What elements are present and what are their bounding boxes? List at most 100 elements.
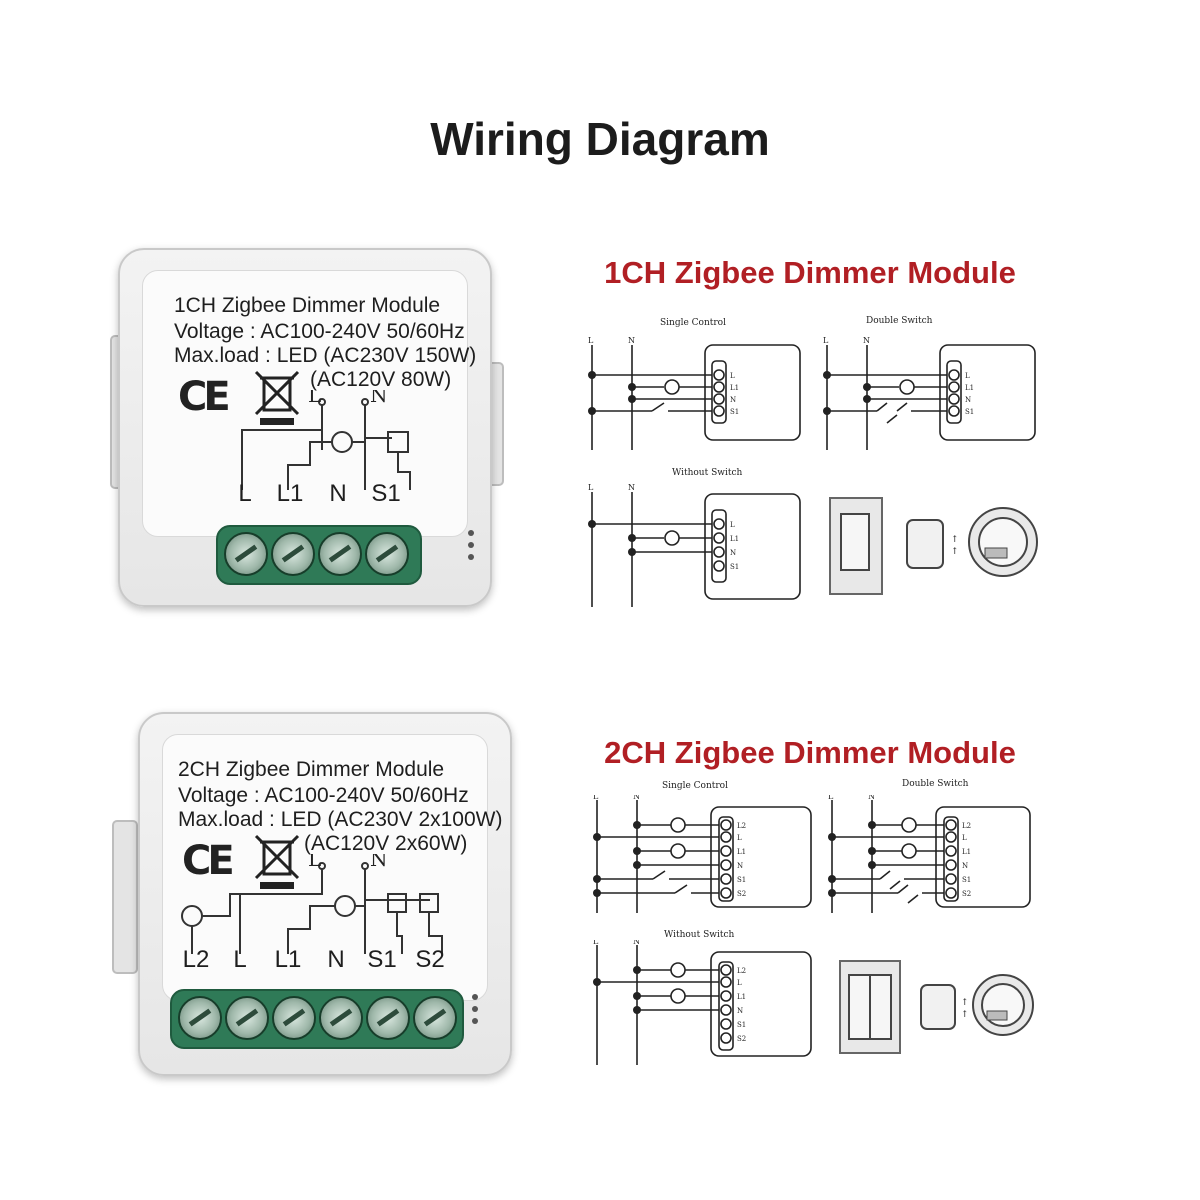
svg-text:N: N xyxy=(730,396,736,404)
without-switch-label: Without Switch xyxy=(672,468,743,478)
svg-text:L: L xyxy=(593,795,599,801)
svg-text:N: N xyxy=(737,862,743,870)
svg-text:N: N xyxy=(628,336,635,345)
svg-text:L2: L2 xyxy=(737,822,746,830)
module-wiring-symbol: L N xyxy=(241,390,411,490)
maxload-label-2: (AC120V 2x60W) xyxy=(304,832,468,855)
svg-text:S1: S1 xyxy=(737,876,746,884)
svg-text:↑: ↑ xyxy=(961,1010,969,1020)
svg-text:S1: S1 xyxy=(737,1021,746,1029)
maxload-label: Max.load : LED (AC230V 150W) xyxy=(174,344,477,367)
svg-text:L1: L1 xyxy=(730,535,739,543)
single-control-label: Single Control xyxy=(660,318,726,328)
voltage-label: Voltage : AC100-240V 50/60Hz xyxy=(174,320,465,343)
svg-text:L1: L1 xyxy=(965,384,974,392)
svg-text:S2: S2 xyxy=(962,890,971,898)
module-photo-2ch: 2CH Zigbee Dimmer Module Voltage : AC100… xyxy=(138,712,512,1076)
module-wiring-symbol: L N xyxy=(181,854,443,954)
svg-text:L: L xyxy=(593,940,599,946)
terminal-label: S1 xyxy=(367,946,397,973)
svg-text:L: L xyxy=(828,795,834,801)
terminal-screw xyxy=(225,996,269,1040)
svg-text:L: L xyxy=(588,336,594,345)
svg-text:L: L xyxy=(965,372,970,380)
svg-text:↑: ↑ xyxy=(951,535,959,545)
terminal-label: S2 xyxy=(415,946,445,973)
module-photo-1ch: 1CH Zigbee Dimmer Module Voltage : AC100… xyxy=(118,248,492,607)
svg-text:L: L xyxy=(823,336,829,345)
svg-text:L: L xyxy=(730,372,735,380)
svg-text:N: N xyxy=(628,483,635,492)
svg-text:N: N xyxy=(633,795,640,801)
svg-text:L: L xyxy=(588,483,594,492)
ce-mark: CE xyxy=(178,374,231,420)
terminal-screw xyxy=(178,996,222,1040)
svg-text:S1: S1 xyxy=(730,563,739,571)
svg-text:N: N xyxy=(863,336,870,345)
terminal-label: L1 xyxy=(274,946,302,973)
svg-text:L: L xyxy=(737,834,742,842)
led-indicator xyxy=(468,554,474,560)
ce-mark: CE xyxy=(182,838,235,884)
module-name-label: 2CH Zigbee Dimmer Module xyxy=(178,758,445,781)
svg-text:N: N xyxy=(730,549,736,557)
terminal-screw xyxy=(271,532,315,576)
led-indicator xyxy=(472,1018,478,1024)
svg-text:N: N xyxy=(633,940,640,946)
terminal-screw xyxy=(318,532,362,576)
svg-text:N: N xyxy=(737,1007,743,1015)
svg-text:L: L xyxy=(737,979,742,987)
terminal-screw xyxy=(366,996,410,1040)
weee-bin-icon xyxy=(254,370,300,425)
svg-text:L1: L1 xyxy=(737,848,746,856)
svg-text:L: L xyxy=(962,834,967,842)
svg-text:N: N xyxy=(370,854,388,871)
double-switch-label: Double Switch xyxy=(866,316,933,326)
svg-text:N: N xyxy=(962,862,968,870)
svg-text:S1: S1 xyxy=(965,408,974,416)
svg-text:L: L xyxy=(308,854,321,871)
led-indicator xyxy=(468,542,474,548)
svg-text:↑: ↑ xyxy=(961,998,969,1008)
terminal-label: N xyxy=(327,946,345,973)
svg-text:N: N xyxy=(868,795,875,801)
terminal-label: L1 xyxy=(276,480,304,507)
svg-text:L1: L1 xyxy=(730,384,739,392)
led-indicator xyxy=(472,1006,478,1012)
schematic-without-switch-1ch: L N L L1 N S1 xyxy=(588,483,801,607)
page-title: Wiring Diagram xyxy=(430,113,770,165)
installation-illustration-1ch: ↑↑ xyxy=(829,497,1038,595)
without-switch-label: Without Switch xyxy=(664,930,735,940)
terminal-label: L xyxy=(233,946,247,973)
svg-text:↑: ↑ xyxy=(951,547,959,557)
svg-text:L2: L2 xyxy=(737,967,746,975)
led-indicator xyxy=(468,530,474,536)
svg-text:L1: L1 xyxy=(737,993,746,1001)
svg-text:L2: L2 xyxy=(962,822,971,830)
svg-text:L1: L1 xyxy=(962,848,971,856)
terminal-label: N xyxy=(329,480,347,507)
terminal-screw xyxy=(272,996,316,1040)
voltage-label: Voltage : AC100-240V 50/60Hz xyxy=(178,784,469,807)
maxload-label: Max.load : LED (AC230V 2x100W) xyxy=(178,808,503,831)
terminal-label: L xyxy=(238,480,252,507)
terminal-label: L2 xyxy=(182,946,210,973)
terminal-screw xyxy=(413,996,457,1040)
terminal-screw xyxy=(224,532,268,576)
double-switch-label: Double Switch xyxy=(902,779,969,789)
svg-text:N: N xyxy=(965,396,971,404)
weee-bin-icon xyxy=(254,834,300,889)
svg-text:N: N xyxy=(370,390,388,407)
svg-text:L: L xyxy=(308,390,321,407)
schematic-title-1ch: 1CH Zigbee Dimmer Module xyxy=(604,255,1016,290)
left-clip-2ch xyxy=(112,820,138,974)
svg-text:L: L xyxy=(730,521,735,529)
installation-illustration-2ch: ↑↑ xyxy=(839,960,1034,1054)
schematic-double-switch-1ch: L N L L1 N S1 xyxy=(823,336,1036,450)
led-indicator xyxy=(472,994,478,1000)
module-name-label: 1CH Zigbee Dimmer Module xyxy=(174,294,441,317)
